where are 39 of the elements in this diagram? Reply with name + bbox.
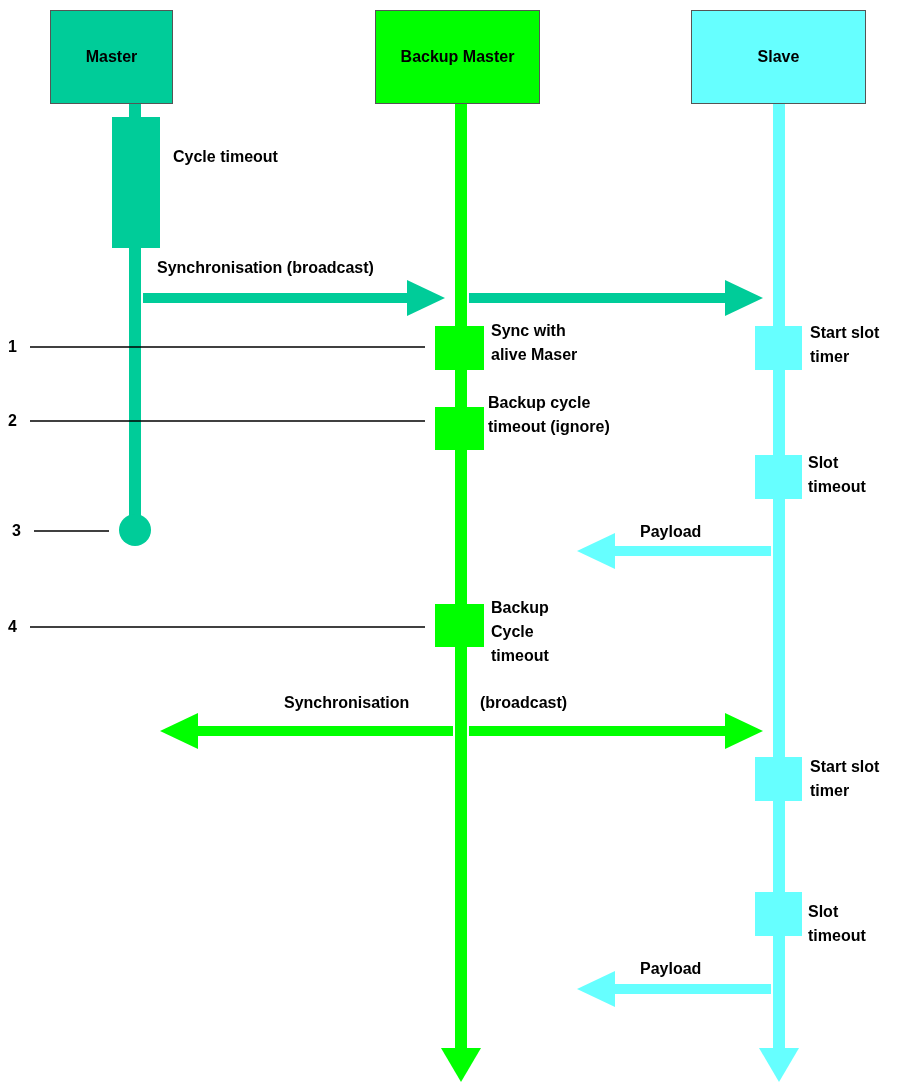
message-arrow bbox=[577, 533, 771, 569]
message-label: Synchronisation (broadcast) bbox=[155, 258, 376, 278]
step-label: Slot timeout bbox=[808, 453, 867, 497]
message-arrow bbox=[469, 280, 763, 316]
message-label: Payload bbox=[638, 959, 704, 979]
participant-box: Backup Master bbox=[375, 10, 540, 104]
activation-bar bbox=[755, 757, 802, 801]
activation-bar bbox=[435, 407, 484, 450]
participant-box: Slave bbox=[691, 10, 866, 104]
leader-line bbox=[33, 530, 110, 532]
step-label: Slot timeout bbox=[808, 902, 867, 946]
callout-number: 2 bbox=[8, 410, 24, 432]
callout-number: 3 bbox=[12, 520, 28, 542]
message-arrow bbox=[160, 713, 453, 749]
activation-bar bbox=[755, 455, 802, 499]
message-label: (broadcast) bbox=[478, 693, 570, 713]
step-label: Start slot timer bbox=[810, 323, 881, 367]
callout-number: 1 bbox=[8, 336, 24, 358]
participant-box: Master bbox=[50, 10, 173, 104]
message-arrow bbox=[577, 971, 771, 1007]
leader-line bbox=[29, 626, 426, 628]
step-label: Cycle timeout bbox=[173, 147, 279, 167]
message-label: Payload bbox=[638, 522, 704, 542]
leader-line bbox=[29, 420, 426, 422]
activation-bar bbox=[435, 604, 484, 647]
activation-bar bbox=[112, 117, 160, 248]
callout-number: 4 bbox=[8, 616, 24, 638]
step-label: Start slot timer bbox=[810, 757, 881, 801]
end-dot bbox=[119, 514, 151, 546]
step-label: Sync with alive Maser bbox=[491, 321, 579, 365]
message-label: Synchronisation bbox=[282, 693, 412, 713]
step-label: Backup Cycle timeout bbox=[491, 598, 550, 666]
activation-bar bbox=[755, 326, 802, 370]
leader-line bbox=[29, 346, 426, 348]
activation-bar bbox=[755, 892, 802, 936]
message-arrow bbox=[143, 280, 445, 316]
step-label: Backup cycle timeout (ignore) bbox=[488, 393, 611, 437]
message-arrow bbox=[469, 713, 763, 749]
activation-bar bbox=[435, 326, 484, 370]
